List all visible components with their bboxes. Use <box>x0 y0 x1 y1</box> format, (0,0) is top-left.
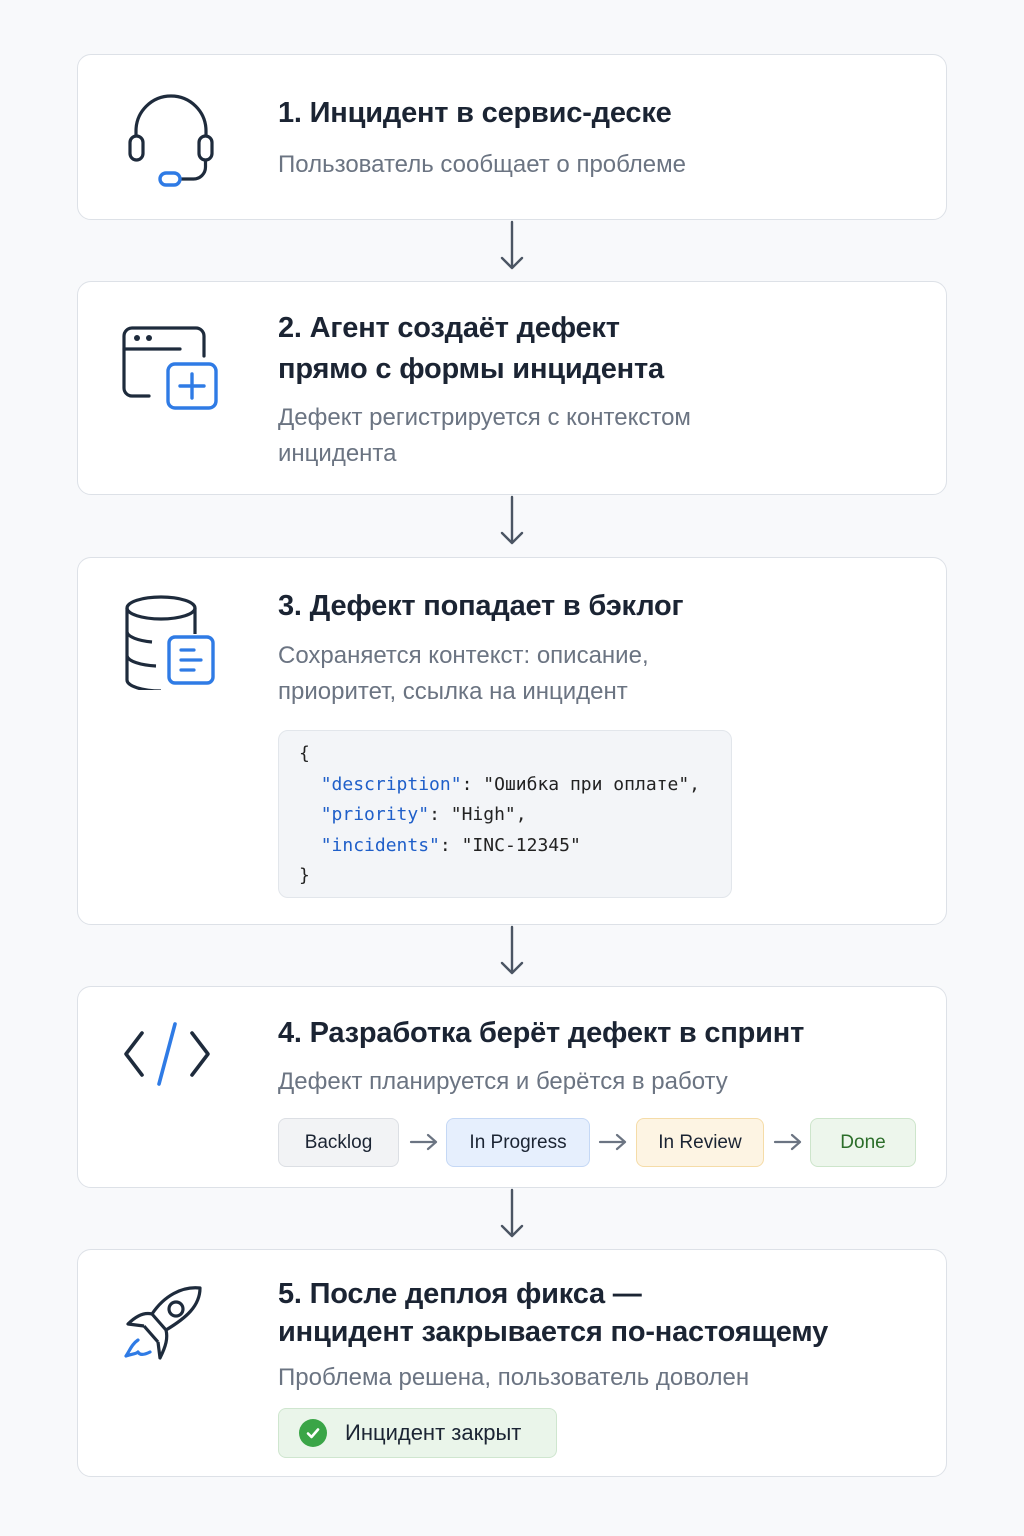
database-document-icon <box>125 595 215 690</box>
step-5-card: 5. После деплоя фикса — инцидент закрыва… <box>77 1249 947 1477</box>
step-subtitle: Пользователь сообщает о проблеме <box>278 151 686 178</box>
step-title-line-1: 5. После деплоя фикса — <box>278 1278 642 1310</box>
badge-label: Инцидент закрыт <box>345 1420 522 1445</box>
code-sep: : <box>439 834 462 856</box>
status-done: Done <box>810 1118 916 1167</box>
step-title-line-2: прямо с формы инцидента <box>278 353 664 385</box>
step-3-card: 3. Дефект попадает в бэклог Сохраняется … <box>77 557 947 925</box>
step-subtitle-line-1: Сохраняется контекст: описание, <box>278 642 649 669</box>
step-title-line-2: инцидент закрывается по-настоящему <box>278 1316 829 1348</box>
incident-closed-badge: Инцидент закрыт <box>278 1408 557 1458</box>
headset-icon <box>128 94 214 187</box>
code-brace-close: } <box>299 865 310 886</box>
step-title: 4. Разработка берёт дефект в спринт <box>278 1017 805 1049</box>
step-subtitle-line-2: приоритет, ссылка на инцидент <box>278 678 628 705</box>
step-2-card: 2. Агент создаёт дефект прямо с формы ин… <box>77 281 947 495</box>
json-code-block: { "description": "Ошибка при оплате", "p… <box>278 730 732 898</box>
arrow-down-icon <box>500 495 524 545</box>
status-backlog: Backlog <box>278 1118 399 1167</box>
check-circle-icon <box>299 1419 327 1447</box>
code-key: "description" <box>320 773 462 795</box>
step-subtitle-line-1: Дефект регистрируется с контекстом <box>278 404 691 431</box>
arrow-right-icon <box>773 1133 802 1151</box>
status-in-progress: In Progress <box>446 1118 590 1167</box>
arrow-right-icon <box>409 1133 438 1151</box>
arrow-right-icon <box>598 1133 627 1151</box>
window-add-icon <box>122 326 218 410</box>
step-title-line-1: 2. Агент создаёт дефект <box>278 312 620 344</box>
step-1-card: 1. Инцидент в сервис-деске Пользователь … <box>77 54 947 220</box>
code-key: "priority" <box>320 804 430 825</box>
code-value: "INC-12345" <box>461 834 581 856</box>
code-sep: : <box>461 773 484 795</box>
code-brace-open: { <box>299 743 310 764</box>
code-icon <box>124 1022 210 1086</box>
step-title: 1. Инцидент в сервис-деске <box>278 97 672 129</box>
step-subtitle-line-2: инцидента <box>278 440 397 467</box>
arrow-down-icon <box>500 220 524 270</box>
arrow-down-icon <box>500 1188 524 1238</box>
code-key: "incidents" <box>320 834 440 856</box>
step-title: 3. Дефект попадает в бэклог <box>278 590 684 622</box>
code-value: "Ошибка при оплате", <box>483 773 701 795</box>
code-sep: : <box>429 804 451 825</box>
step-4-card: 4. Разработка берёт дефект в спринт Дефе… <box>77 986 947 1188</box>
code-value: "High", <box>450 804 527 825</box>
rocket-icon <box>124 1286 202 1360</box>
status-in-review: In Review <box>636 1118 764 1167</box>
step-subtitle: Дефект планируется и берётся в работу <box>278 1068 728 1095</box>
arrow-down-icon <box>500 925 524 975</box>
step-subtitle: Проблема решена, пользователь доволен <box>278 1364 750 1391</box>
